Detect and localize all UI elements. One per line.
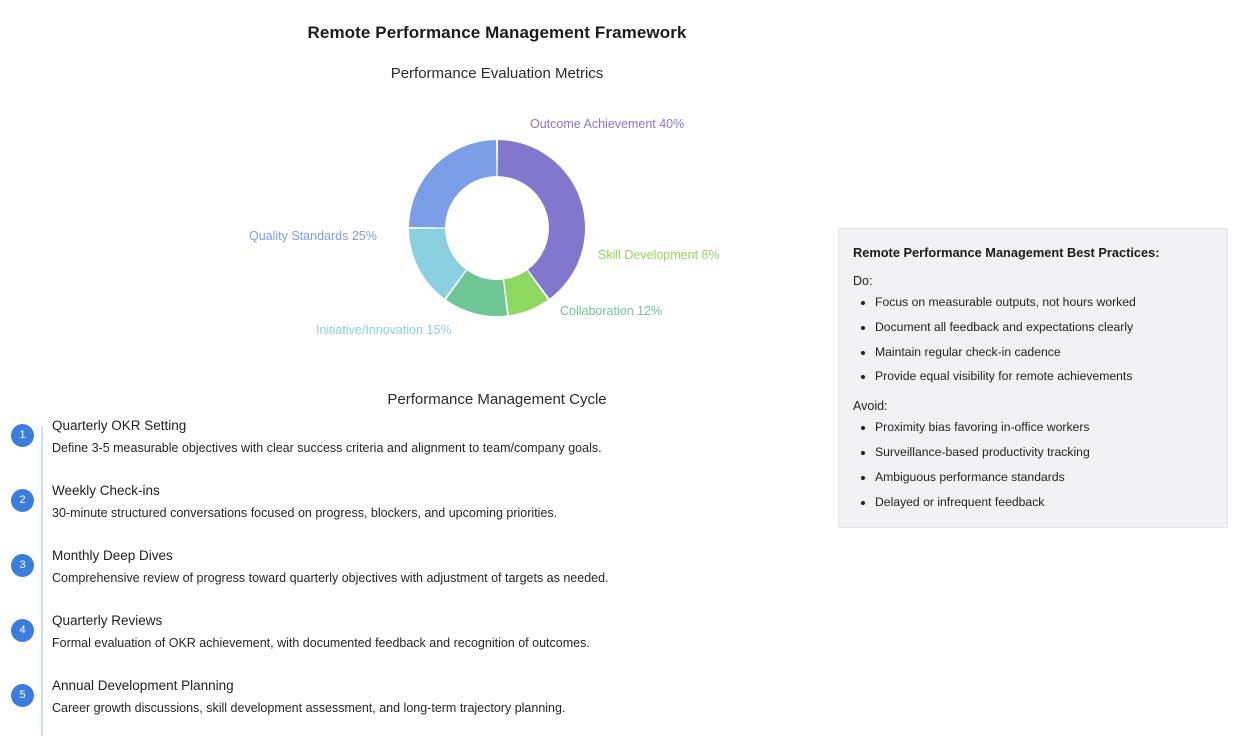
metrics-section-title: Performance Evaluation Metrics	[390, 65, 604, 82]
donut-slice	[446, 270, 508, 316]
timeline-step-description: Comprehensive review of progress toward …	[52, 571, 609, 586]
cycle-section-title: Performance Management Cycle	[387, 391, 607, 408]
avoid-list-item: Surveillance-based productivity tracking	[875, 446, 1209, 459]
timeline-step-description: Define 3-5 measurable objectives with cl…	[52, 441, 602, 456]
best-practices-heading: Remote Performance Management Best Pract…	[853, 245, 1160, 260]
donut-slice	[497, 140, 585, 299]
avoid-list-item: Ambiguous performance standards	[875, 471, 1209, 484]
performance-metrics-donut-chart: Outcome Achievement 40% Skill Development…	[230, 105, 750, 365]
timeline-item: 2 Weekly Check-ins 30-minute structured co…	[0, 483, 820, 548]
do-list-item: Document all feedback and expectations c…	[875, 320, 1209, 334]
timeline-step-number: 1	[11, 424, 34, 447]
do-list: Focus on measurable outputs, not hours w…	[853, 296, 1209, 383]
donut-slice-group	[409, 140, 585, 316]
timeline-step-title: Monthly Deep Dives	[52, 548, 173, 563]
avoid-list: Proximity bias favoring in-office worker…	[853, 421, 1209, 508]
avoid-list-item: Proximity bias favoring in-office worker…	[875, 421, 1209, 434]
donut-slice	[409, 140, 497, 228]
timeline-step-number: 4	[11, 619, 34, 642]
donut-slice-label: Quality Standards 25%	[249, 229, 377, 243]
do-list-item: Focus on measurable outputs, not hours w…	[875, 296, 1209, 309]
donut-slice	[504, 270, 548, 316]
timeline-step-description: Career growth discussions, skill develop…	[52, 701, 566, 716]
timeline-step-description: Formal evaluation of OKR achievement, wi…	[52, 636, 590, 651]
timeline-step-title: Quarterly OKR Setting	[52, 418, 187, 433]
donut-slice-label: Skill Development 8%	[598, 248, 720, 262]
timeline-step-title: Annual Development Planning	[52, 678, 234, 693]
do-list-item: Maintain regular check-in cadence	[875, 345, 1209, 359]
timeline-step-title: Quarterly Reviews	[52, 613, 163, 628]
do-group-label: Do:	[853, 274, 873, 288]
donut-slice-label: Outcome Achievement 40%	[530, 117, 685, 131]
timeline-step-number: 5	[11, 684, 34, 707]
timeline-step-number: 3	[11, 554, 34, 577]
timeline-step-title: Weekly Check-ins	[52, 483, 160, 498]
timeline-connector-line	[41, 426, 43, 736]
donut-slice-label: Initiative/Innovation 15%	[316, 323, 452, 337]
timeline-step-description: 30-minute structured conversations focus…	[52, 506, 558, 521]
donut-slice	[409, 228, 467, 299]
timeline-step-number: 2	[11, 489, 34, 512]
page-title: Remote Performance Management Framework	[307, 23, 687, 42]
best-practices-panel: Remote Performance Management Best Pract…	[838, 228, 1228, 528]
avoid-list-item: Delayed or infrequent feedback	[875, 495, 1209, 509]
donut-slice-label: Collaboration 12%	[560, 304, 663, 318]
donut-chart-svg	[409, 140, 585, 316]
do-list-item: Provide equal visibility for remote achi…	[875, 370, 1209, 383]
avoid-group-label: Avoid:	[853, 399, 888, 414]
